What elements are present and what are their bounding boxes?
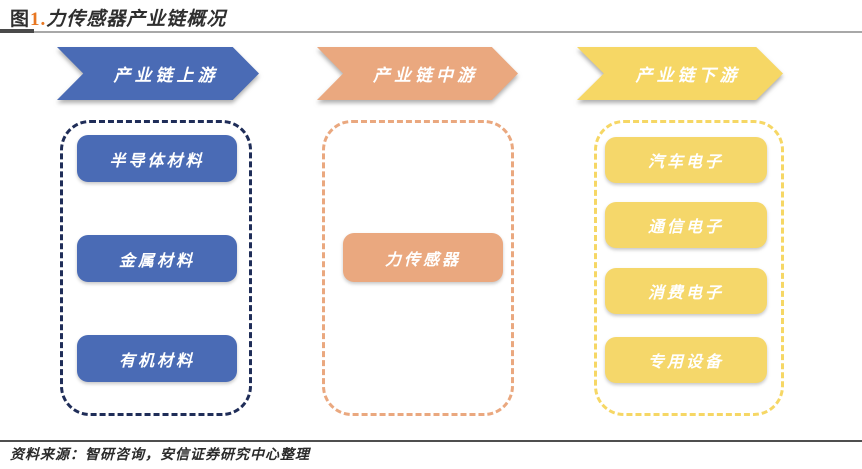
upstream-header-arrow: 产业链上游 [57,47,259,100]
upstream-header-label: 产业链上游 [113,66,219,85]
title-underline-accent [0,29,34,33]
upstream-item-semiconductor-materials: 半导体材料 [77,135,237,182]
figure-title: 图1.力传感器产业链概况 [10,4,226,31]
upstream-item-organic-materials: 有机材料 [77,335,237,382]
title-underline [0,31,862,33]
midstream-group-box [322,120,514,416]
figure-title-text: 力传感器产业链概况 [46,9,227,30]
downstream-group-box [594,120,784,416]
downstream-arrow-shape: 产业链下游 [577,47,783,100]
upstream-group-box [60,120,252,416]
upstream-item-metal-materials: 金属材料 [77,235,237,282]
figure-number: 1. [30,9,47,30]
midstream-header-arrow: 产业链中游 [317,47,518,100]
source-note: 资料来源：智研咨询，安信证券研究中心整理 [10,448,310,463]
downstream-item-consumer-electronics: 消费电子 [605,268,767,314]
figure-label: 图 [10,9,31,30]
downstream-item-communication-electronics: 通信电子 [605,202,767,248]
midstream-item-force-sensor: 力传感器 [343,233,503,282]
downstream-item-special-equipment: 专用设备 [605,337,767,383]
downstream-item-automotive-electronics: 汽车电子 [605,137,767,183]
footer-divider [0,440,862,442]
downstream-header-arrow: 产业链下游 [577,47,783,100]
midstream-header-label: 产业链中游 [373,66,478,85]
midstream-arrow-shape: 产业链中游 [317,47,518,100]
downstream-header-label: 产业链下游 [635,66,741,85]
upstream-arrow-shape: 产业链上游 [57,47,259,100]
